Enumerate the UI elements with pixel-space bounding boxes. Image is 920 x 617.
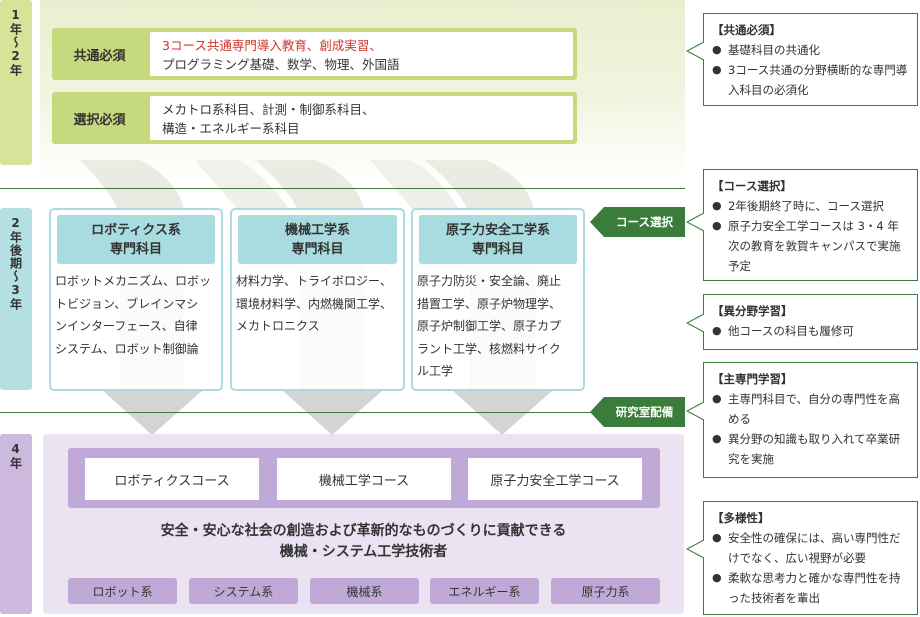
note-item: 柔軟な思考力と確かな専門性を持った技術者を輩出	[712, 568, 909, 608]
field-pill-energy: エネルギー系	[430, 578, 539, 604]
note-item: 3コース共通の分野横断的な専門導入科目の必須化	[712, 60, 909, 100]
course-mechanical-head2: 専門科目	[291, 241, 344, 257]
course-robotics-subjects: ロボットメカニズム、ロボッ トビジョン、ブレインマシ ンインターフェース、自律 …	[55, 270, 219, 360]
course-mechanical-head: 機械工学系 専門科目	[238, 215, 397, 264]
course-nuclear-line: 措置工学、原子炉物理学、	[417, 296, 562, 311]
note-pointer	[685, 539, 705, 559]
course-mechanical-line: 環境材料学、内燃機関工学、	[236, 296, 393, 311]
year-label-1-2: 1年〜2年	[8, 8, 23, 77]
year-label-2-3: 2年後期〜3年	[8, 216, 23, 311]
course-robotics-head2: 専門科目	[109, 241, 162, 257]
course-robotics-head: ロボティクス系 専門科目	[57, 215, 215, 264]
year-bar-1-2: 1年〜2年	[0, 0, 32, 165]
goal-line1: 安全・安心な社会の創造および革新的なものづくりに貢献できる	[160, 523, 567, 539]
note-common-required: 【共通必須】 基礎科目の共通化 3コース共通の分野横断的な専門導入科目の必須化	[703, 13, 918, 106]
note-item: 主専門科目で、自分の専門性を高める	[712, 389, 909, 429]
course-nuclear-subjects: 原子力防災・安全論、廃止 措置工学、原子炉物理学、 原子炉制御工学、原子カプ ラ…	[417, 270, 581, 383]
elective-required-line2: 構造・エネルギー系科目	[162, 121, 300, 136]
note-pointer	[685, 41, 705, 61]
common-required-line2: プログラミング基礎、数学、物理、外国語	[162, 57, 400, 72]
course-nuclear: 原子力安全工学系 専門科目 原子力防災・安全論、廃止 措置工学、原子炉物理学、 …	[411, 208, 585, 391]
note-diversity: 【多様性】 安全性の確保には、高い専門性だけでなく、広い視野が必要 柔軟な思考力…	[703, 501, 918, 615]
field-pill-nuclear: 原子力系	[551, 578, 660, 604]
course-nuclear-head1: 原子力安全工学系	[445, 222, 550, 238]
course-mechanical-line: メカトロニクス	[236, 319, 320, 333]
field-pill-robot: ロボット系	[68, 578, 177, 604]
note-item: 他コースの科目も履修可	[712, 321, 909, 341]
course-nuclear-line: 原子炉制御工学、原子カプ	[417, 319, 562, 333]
field-pill-system: システム系	[189, 578, 298, 604]
note-title: 【コース選択】	[712, 179, 792, 193]
lab-assignment-tag-label: 研究室配備	[615, 405, 674, 419]
note-pointer	[685, 401, 705, 421]
course-select-tag-label: コース選択	[616, 215, 673, 229]
elective-required-label: 選択必須	[73, 112, 126, 128]
lab-assignment-tag: 研究室配備	[590, 397, 685, 427]
note-item: 異分野の知識も取り入れて卒業研究を実施	[712, 429, 909, 469]
year-label-4: 4年	[8, 442, 23, 470]
course-mechanical-subjects: 材料力学、トライボロジー、 環境材料学、内燃機関工学、 メカトロニクス	[236, 270, 401, 338]
course-select-tag: コース選択	[590, 207, 685, 237]
elective-required-line1: メカトロ系科目、計測・制御系科目、	[162, 102, 375, 117]
field-pill-mechanical: 機械系	[310, 578, 419, 604]
course-robotics-line: ロボットメカニズム、ロボッ	[55, 274, 212, 288]
note-item: 安全性の確保には、高い専門性だけでなく、広い視野が必要	[712, 528, 909, 568]
course-robotics-line: ンインターフェース、自律	[55, 319, 198, 333]
course-nuclear-head: 原子力安全工学系 専門科目	[419, 215, 577, 264]
final-course-nuclear: 原子力安全工学コース	[468, 458, 642, 500]
common-required-label: 共通必須	[73, 48, 126, 64]
note-title: 【多様性】	[712, 511, 770, 525]
year-bar-2-3: 2年後期〜3年	[0, 208, 32, 390]
divider-lab	[0, 412, 685, 413]
final-course-robotics: ロボティクスコース	[85, 458, 259, 500]
course-robotics-head1: ロボティクス系	[91, 222, 181, 238]
note-title: 【主専門学習】	[712, 372, 793, 386]
course-mechanical-line: 材料力学、トライボロジー、	[236, 274, 392, 288]
course-nuclear-head2: 専門科目	[471, 241, 524, 257]
note-pointer	[685, 212, 705, 232]
course-nuclear-line: ル工学	[417, 364, 454, 378]
note-main-specialty: 【主専門学習】 主専門科目で、自分の専門性を高める 異分野の知識も取り入れて卒業…	[703, 362, 918, 478]
final-course-mechanical: 機械工学コース	[277, 458, 451, 500]
elective-required-content: メカトロ系科目、計測・制御系科目、 構造・エネルギー系科目	[150, 96, 573, 140]
note-item: 原子力安全工学コースは 3・4 年次の教育を敦賀キャンパスで実施予定	[712, 216, 909, 276]
note-title: 【異分野学習】	[712, 304, 793, 318]
common-required-box: 共通必須 3コース共通専門導入教育、創成実習、 プログラミング基礎、数学、物理、…	[52, 28, 577, 80]
course-robotics-line: トビジョン、ブレインマシ	[55, 296, 199, 311]
course-mechanical: 機械工学系 専門科目 材料力学、トライボロジー、 環境材料学、内燃機関工学、 メ…	[230, 208, 405, 391]
note-item: 基礎科目の共通化	[712, 40, 909, 60]
course-mechanical-head1: 機械工学系	[284, 222, 350, 238]
course-robotics-line: システム、ロボット制御論	[55, 341, 199, 356]
note-other-field: 【異分野学習】 他コースの科目も履修可	[703, 294, 918, 350]
course-robotics: ロボティクス系 専門科目 ロボットメカニズム、ロボッ トビジョン、ブレインマシ …	[49, 208, 223, 391]
common-required-content: 3コース共通専門導入教育、創成実習、 プログラミング基礎、数学、物理、外国語	[150, 32, 573, 76]
elective-required-box: 選択必須 メカトロ系科目、計測・制御系科目、 構造・エネルギー系科目	[52, 92, 577, 144]
course-nuclear-line: ラント工学、核燃料サイク	[417, 341, 561, 356]
year-bar-4: 4年	[0, 434, 32, 614]
common-required-line1: 3コース共通専門導入教育、創成実習、	[162, 38, 382, 53]
note-course-select: 【コース選択】 2年後期終了時に、コース選択 原子力安全工学コースは 3・4 年…	[703, 169, 918, 281]
note-pointer	[685, 313, 705, 333]
course-nuclear-line: 原子力防災・安全論、廃止	[417, 274, 562, 288]
note-title: 【共通必須】	[712, 23, 781, 37]
note-item: 2年後期終了時に、コース選択	[712, 196, 909, 216]
divider-course-select	[0, 188, 685, 189]
goal-line2: 機械・システム工学技術者	[279, 544, 448, 560]
